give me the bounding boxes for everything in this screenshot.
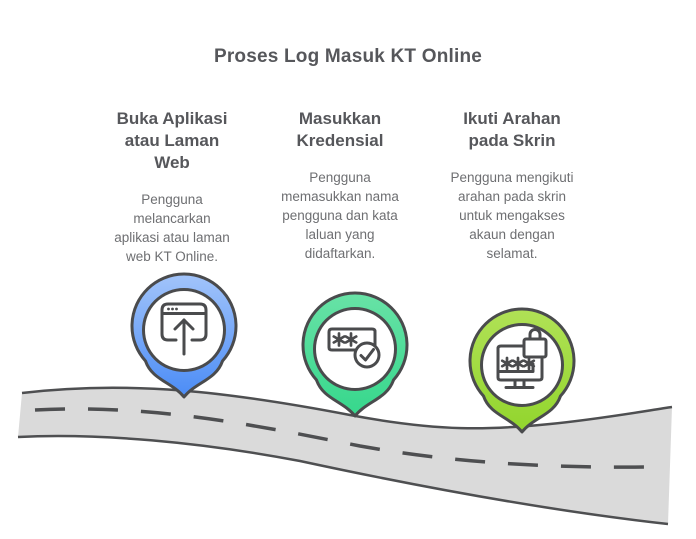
step-follow-instructions: Ikuti Arahan pada Skrin Pengguna mengiku… bbox=[412, 108, 612, 263]
pin-marker-secure-access bbox=[468, 307, 576, 434]
step-open-app: Buka Aplikasi atau Laman Web Pengguna me… bbox=[72, 108, 272, 266]
pin-marker-credentials bbox=[301, 291, 409, 418]
road-center-dash-line bbox=[34, 407, 651, 469]
step-heading: Buka Aplikasi atau Laman Web bbox=[116, 109, 228, 172]
secure-login-icon bbox=[496, 328, 548, 389]
step-description: Pengguna melancarkan aplikasi atau laman… bbox=[114, 192, 230, 264]
pin-marker-open-app bbox=[130, 272, 238, 399]
road-edge-bottom bbox=[17, 434, 669, 526]
road-surface bbox=[18, 387, 672, 524]
step-enter-credentials: Masukkan Kredensial Pengguna memasukkan … bbox=[240, 108, 440, 263]
step-description: Pengguna mengikuti arahan pada skrin unt… bbox=[450, 170, 574, 261]
password-check-icon bbox=[327, 327, 381, 369]
browser-launch-icon bbox=[160, 302, 208, 356]
step-heading: Masukkan Kredensial bbox=[296, 109, 384, 150]
road-edge-top bbox=[21, 386, 673, 430]
step-description: Pengguna memasukkan nama pengguna dan ka… bbox=[281, 170, 399, 261]
step-heading: Ikuti Arahan pada Skrin bbox=[463, 109, 561, 150]
page-title: Proses Log Masuk KT Online bbox=[213, 46, 483, 67]
